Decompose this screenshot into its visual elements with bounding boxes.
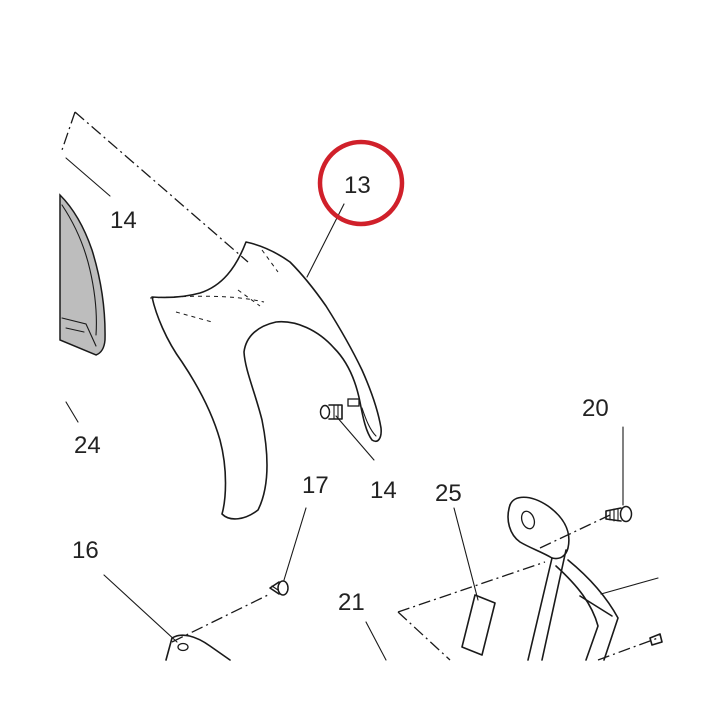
- assembly-line-upper: [61, 111, 249, 263]
- label-part-20: 20: [582, 395, 609, 422]
- highlight-circle: [317, 139, 405, 227]
- label-part-21: 21: [338, 589, 365, 616]
- screw-part-20: [605, 505, 633, 523]
- label-part-17: 17: [302, 472, 329, 499]
- label-part-25: 25: [435, 480, 462, 507]
- label-part-24: 24: [74, 432, 101, 459]
- left-panel-part: [59, 193, 106, 356]
- assembly-line-bolt-20: [539, 514, 611, 549]
- label-part-14-right: 14: [370, 477, 397, 504]
- screw-part-17: [269, 580, 289, 596]
- label-part-14-left: 14: [110, 207, 137, 234]
- screw-part-14: [319, 398, 360, 420]
- bracket-part-16: [165, 634, 231, 661]
- front-fairing-part: [149, 241, 382, 520]
- label-part-13: 13: [344, 172, 371, 199]
- leader-lines: [65, 157, 659, 661]
- pad-part-25: [461, 594, 496, 656]
- screw-lower-right: [649, 633, 663, 646]
- assembly-line-right-lower: [397, 561, 659, 661]
- label-part-16: 16: [72, 537, 99, 564]
- assembly-line-bolt-17: [171, 593, 271, 643]
- mirror-bracket-part: [507, 496, 619, 661]
